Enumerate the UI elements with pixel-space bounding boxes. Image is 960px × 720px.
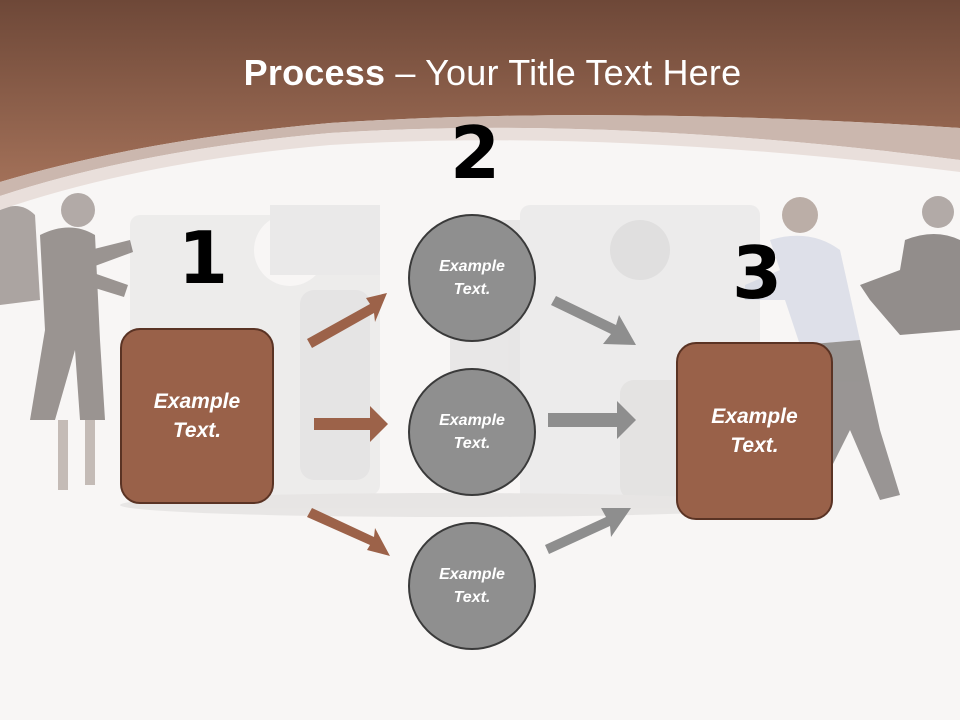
- left-text-box: Example Text.: [120, 328, 274, 504]
- circle-bottom: Example Text.: [408, 522, 536, 650]
- right-box-text: Example Text.: [711, 405, 798, 457]
- title-bold: Process: [243, 52, 386, 93]
- circle-bottom-text: Example Text.: [439, 566, 505, 606]
- arrow-middle-to-right: [548, 401, 636, 439]
- arrow-top-to-right: [551, 296, 636, 345]
- step-number-2: 2: [450, 111, 501, 195]
- arrow-left-to-top: [307, 293, 387, 348]
- step-number-1: 1: [178, 216, 229, 300]
- circle-middle-text: Example Text.: [439, 412, 505, 452]
- slide-title: Process – Your Title Text Here: [0, 52, 960, 94]
- arrow-bottom-to-right: [545, 508, 631, 554]
- step-number-3: 3: [732, 231, 783, 315]
- arrow-left-to-bottom: [307, 508, 390, 556]
- circle-middle: Example Text.: [408, 368, 536, 496]
- title-rest: – Your Title Text Here: [385, 52, 742, 93]
- arrow-left-to-middle: [314, 406, 388, 442]
- right-text-box: Example Text.: [676, 342, 833, 520]
- circle-top: Example Text.: [408, 214, 536, 342]
- circle-top-text: Example Text.: [439, 258, 505, 298]
- left-box-text: Example Text.: [153, 390, 241, 442]
